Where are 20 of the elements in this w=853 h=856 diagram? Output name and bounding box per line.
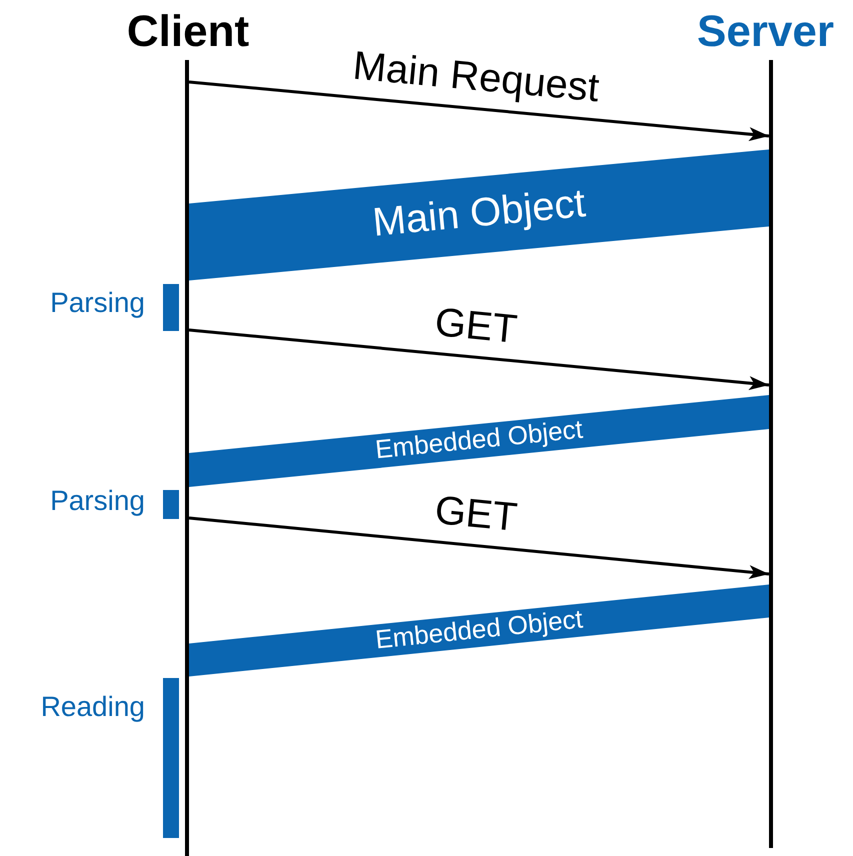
response-band	[189, 395, 769, 487]
lifeline-heading: Server	[696, 8, 834, 56]
edge-label: GET	[432, 298, 520, 354]
arrow	[188, 516, 770, 580]
edge-label: Main Request	[350, 42, 602, 112]
activation-bar	[163, 284, 179, 331]
edge-label: Embedded Object	[372, 413, 585, 467]
activation-bar	[163, 490, 179, 519]
phase-label: Parsing	[50, 486, 145, 517]
edge-label: Embedded Object	[372, 602, 586, 656]
activation-bar	[163, 678, 179, 838]
arrow	[188, 80, 770, 142]
response-band	[189, 150, 769, 280]
response-band	[189, 584, 769, 676]
edge-label: Main Object	[370, 180, 588, 247]
arrow	[188, 328, 770, 390]
phase-label: Parsing	[50, 288, 145, 319]
phase-label: Reading	[40, 692, 145, 723]
lifeline-heading: Client	[126, 8, 250, 56]
edge-label: GET	[432, 487, 520, 542]
